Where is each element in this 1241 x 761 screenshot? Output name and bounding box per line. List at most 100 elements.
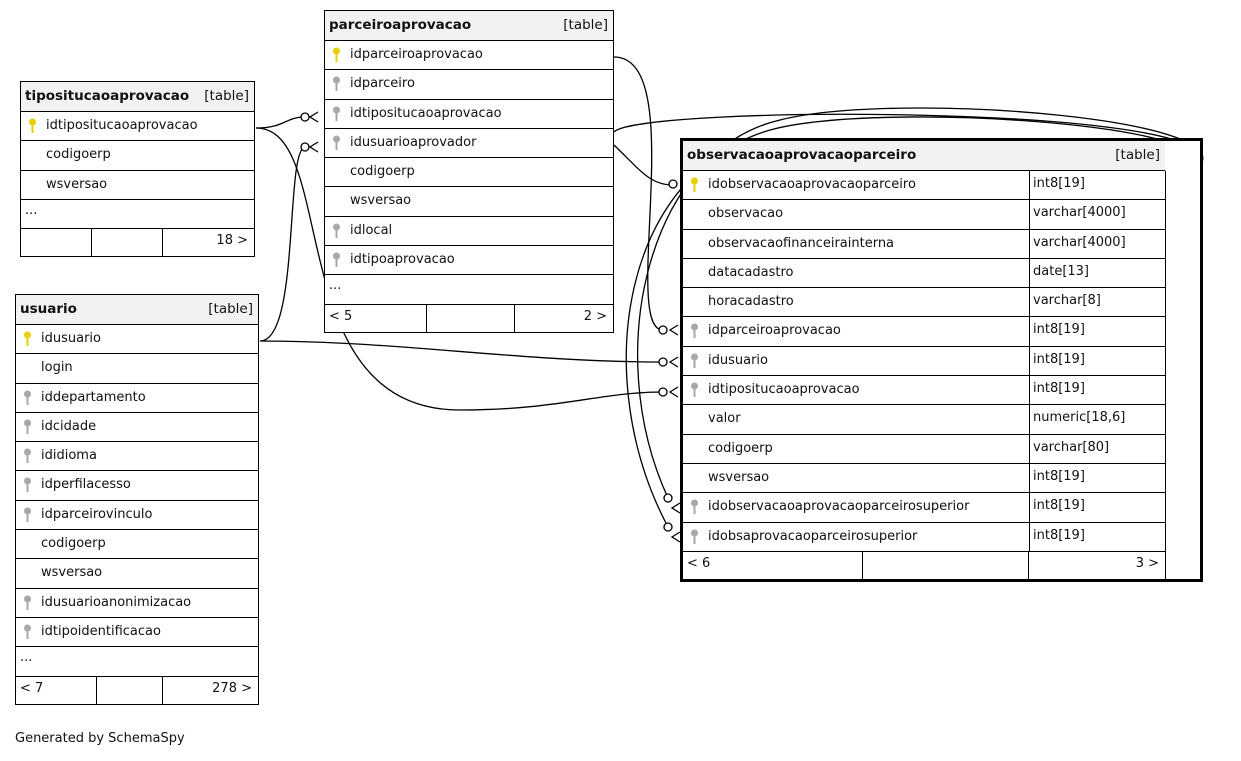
column-type: varchar[80] xyxy=(1029,434,1165,463)
column-row[interactable]: idparceiro xyxy=(325,70,613,100)
parent-count[interactable]: < 6 xyxy=(687,555,711,571)
column-name: observacao xyxy=(708,206,784,222)
column-name: idparceirovinculo xyxy=(41,506,153,522)
column-name: idusuarioaprovador xyxy=(350,134,477,150)
edge-parceiroaprovacao-optional-marker xyxy=(658,325,668,335)
more-columns-row: ... xyxy=(16,647,258,677)
edge-self-loop-3-crowfoot xyxy=(670,502,681,514)
column-type: int8[19] xyxy=(1029,463,1165,493)
footer-divider xyxy=(426,304,427,332)
table-tipositucaoaprovacao[interactable]: tipositucaoaprovacao [table] idtiposituc… xyxy=(20,81,255,258)
column-row[interactable]: codigoerp varchar[80] xyxy=(683,434,1165,464)
foreign-key-icon xyxy=(332,252,341,268)
foreign-key-icon xyxy=(332,223,341,239)
column-name: login xyxy=(41,360,73,376)
column-row[interactable]: codigoerp xyxy=(21,141,254,171)
table-header: observacaoaprovacaoparceiro [table] xyxy=(683,141,1165,171)
column-type: int8[19] xyxy=(1029,317,1165,346)
column-row[interactable]: iddepartamento xyxy=(16,384,258,413)
table-footer: < 7 278 > xyxy=(16,676,258,704)
column-row[interactable]: idcidade xyxy=(16,413,258,443)
foreign-key-icon xyxy=(332,106,341,122)
column-row[interactable]: observacao varchar[4000] xyxy=(683,200,1165,230)
edge-usuario-crowfoot-2 xyxy=(668,356,679,368)
column-row[interactable]: idtipoaprovacao xyxy=(325,246,613,276)
column-type: int8[19] xyxy=(1029,171,1165,200)
table-observacaoaprovacaoparceiro[interactable]: observacaoaprovacaoparceiro [table] idob… xyxy=(680,138,1203,582)
edge-tiposituacao-to-parceiroaprovacao xyxy=(255,116,306,129)
foreign-key-icon xyxy=(332,135,341,151)
column-type: numeric[18,6] xyxy=(1029,405,1165,434)
column-row[interactable]: idusuario xyxy=(16,325,258,355)
ellipsis: ... xyxy=(25,202,38,218)
column-row[interactable]: wsversao xyxy=(16,559,258,589)
column-row[interactable]: idperfilacesso xyxy=(16,471,258,501)
edge-tiposituacao-to-observacao xyxy=(255,127,664,411)
primary-key-icon xyxy=(332,47,341,63)
column-row[interactable]: login xyxy=(16,354,258,384)
column-name: wsversao xyxy=(350,193,412,209)
table-title: parceiroaprovacao xyxy=(329,17,472,33)
column-row[interactable]: idtipositucaoaprovacao xyxy=(21,112,254,142)
column-row[interactable]: ididioma xyxy=(16,442,258,472)
column-list: idparceiroaprovacao idparceiro idtiposituc… xyxy=(325,41,613,276)
column-row[interactable]: wsversao xyxy=(21,171,254,200)
column-row[interactable]: idtipoidentificacao xyxy=(16,618,258,648)
table-parceiroaprovacao[interactable]: parceiroaprovacao [table] idparceiroapro… xyxy=(324,10,614,333)
child-count[interactable]: 3 > xyxy=(1135,555,1159,571)
column-name: idparceiroaprovacao xyxy=(350,47,483,62)
edge-parceiroaprovacao-crowfoot xyxy=(668,324,679,336)
column-row[interactable]: wsversao xyxy=(325,187,613,217)
edge-usuario-optional-marker-2 xyxy=(658,357,668,367)
child-count[interactable]: 18 > xyxy=(216,233,248,249)
column-row[interactable]: idtipositucaoaprovacao xyxy=(325,100,613,129)
primary-key-icon xyxy=(28,118,37,134)
foreign-key-icon xyxy=(23,448,32,464)
column-type: int8[19] xyxy=(1029,346,1165,376)
column-row[interactable]: idparceiroaprovacao xyxy=(325,41,613,71)
column-name: idtipositucaoaprovacao xyxy=(350,105,502,121)
column-type: varchar[4000] xyxy=(1029,200,1165,229)
primary-key-icon xyxy=(690,177,699,193)
column-row[interactable]: idusuarioaprovador xyxy=(325,129,613,159)
footer-divider xyxy=(91,229,92,257)
column-name: idlocal xyxy=(350,222,393,238)
more-columns-row: ... xyxy=(21,200,254,230)
column-name: ididioma xyxy=(41,448,97,464)
child-count[interactable]: 2 > xyxy=(583,308,607,324)
column-row[interactable]: idusuarioanonimizacao xyxy=(16,589,258,618)
column-row[interactable]: idlocal xyxy=(325,217,613,247)
column-name: idobservacaoaprovacaoparceirosuperior xyxy=(708,499,970,515)
table-type-label: [table] xyxy=(563,17,608,33)
edge-usuario-to-observacao xyxy=(259,340,664,363)
parent-count[interactable]: < 5 xyxy=(329,308,353,324)
column-name: idtipositucaoaprovacao xyxy=(46,118,198,133)
column-name: observacaofinanceirainterna xyxy=(708,235,895,251)
child-count[interactable]: 278 > xyxy=(212,680,252,696)
table-footer: 18 > xyxy=(21,229,254,257)
footer-divider xyxy=(162,676,163,704)
column-name: idperfilacesso xyxy=(41,477,131,493)
table-header: usuario [table] xyxy=(16,295,258,325)
column-row[interactable]: codigoerp xyxy=(325,158,613,188)
edge-self-loop-3 xyxy=(636,107,1204,499)
table-usuario[interactable]: usuario [table] idusuario login iddepartam… xyxy=(15,294,259,705)
parent-count[interactable]: < 7 xyxy=(20,680,44,696)
column-row[interactable]: codigoerp xyxy=(16,530,258,560)
column-name: codigoerp xyxy=(708,440,773,456)
edge-usuario-to-parceiroaprovacao xyxy=(259,146,306,342)
column-row[interactable]: idparceirovinculo xyxy=(16,501,258,531)
